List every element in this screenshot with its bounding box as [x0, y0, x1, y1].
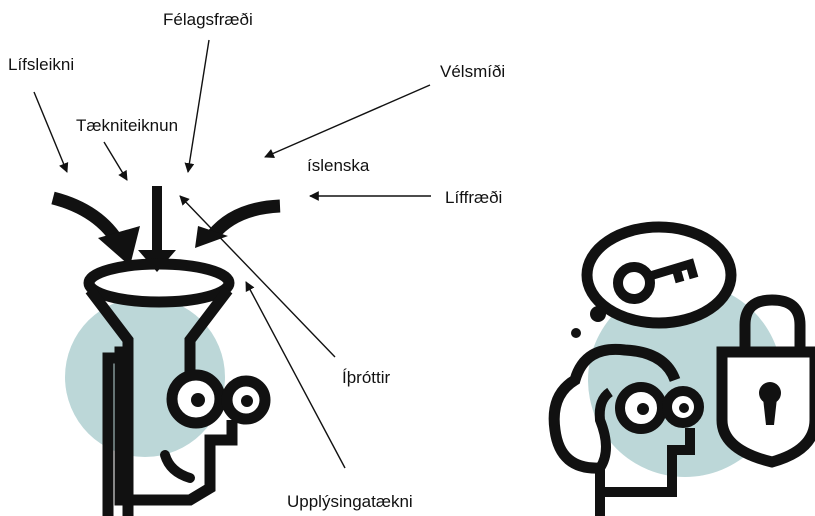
funnel-head-icon: [51, 186, 281, 516]
label-taekniteiknun: Tækniteiknun: [76, 116, 178, 135]
label-ithrottir: Íþróttir: [342, 368, 391, 387]
person-head-icon: [548, 343, 704, 516]
label-liffraedi: Líffræði: [445, 188, 502, 207]
key-thought-bubble-icon: [571, 221, 737, 338]
label-felagsfraedi: Félagsfræði: [163, 10, 253, 29]
padlock-icon: [716, 294, 815, 468]
arrow-velsmidi: [264, 84, 431, 158]
arrow-upplysingataekni: [245, 281, 346, 469]
label-upplysingataekni: Upplýsingatækni: [287, 492, 413, 511]
label-velsmidi: Vélsmíði: [440, 62, 505, 81]
key-lock-figure: [548, 221, 815, 516]
arrow-ithrottir: [179, 195, 336, 358]
label-islenska: íslenska: [307, 156, 370, 175]
pointer-arrows: [33, 39, 431, 469]
arrow-taekniteiknun: [103, 141, 128, 181]
arrow-felagsfraedi: [184, 39, 210, 173]
arrow-lifsleikni: [33, 91, 69, 173]
label-lifsleikni: Lífsleikni: [8, 55, 74, 74]
